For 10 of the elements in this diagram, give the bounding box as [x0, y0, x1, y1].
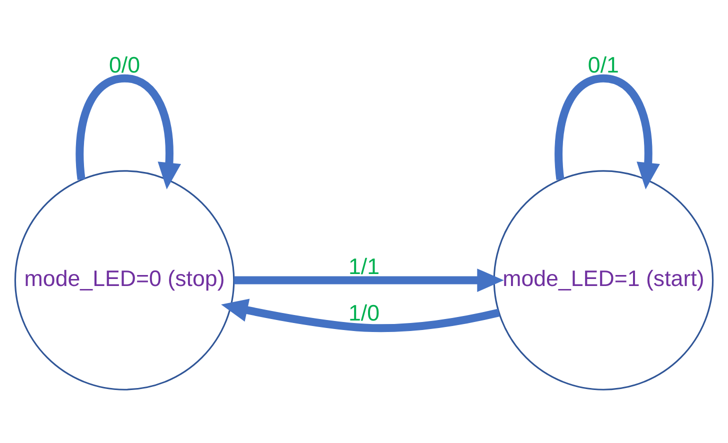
- arrow: [76, 74, 182, 189]
- edge-label: 0/1: [588, 52, 619, 77]
- edge-label: 0/0: [109, 52, 140, 77]
- node-circle: mode_LED=0 (stop): [14, 170, 235, 390]
- arrow: [221, 298, 500, 332]
- arrow: [554, 74, 660, 189]
- arrow: [234, 268, 504, 292]
- edge-label: 1/0: [348, 300, 380, 325]
- edge-label: 1/1: [348, 254, 380, 279]
- node-circle: mode_LED=1 (start): [493, 170, 714, 390]
